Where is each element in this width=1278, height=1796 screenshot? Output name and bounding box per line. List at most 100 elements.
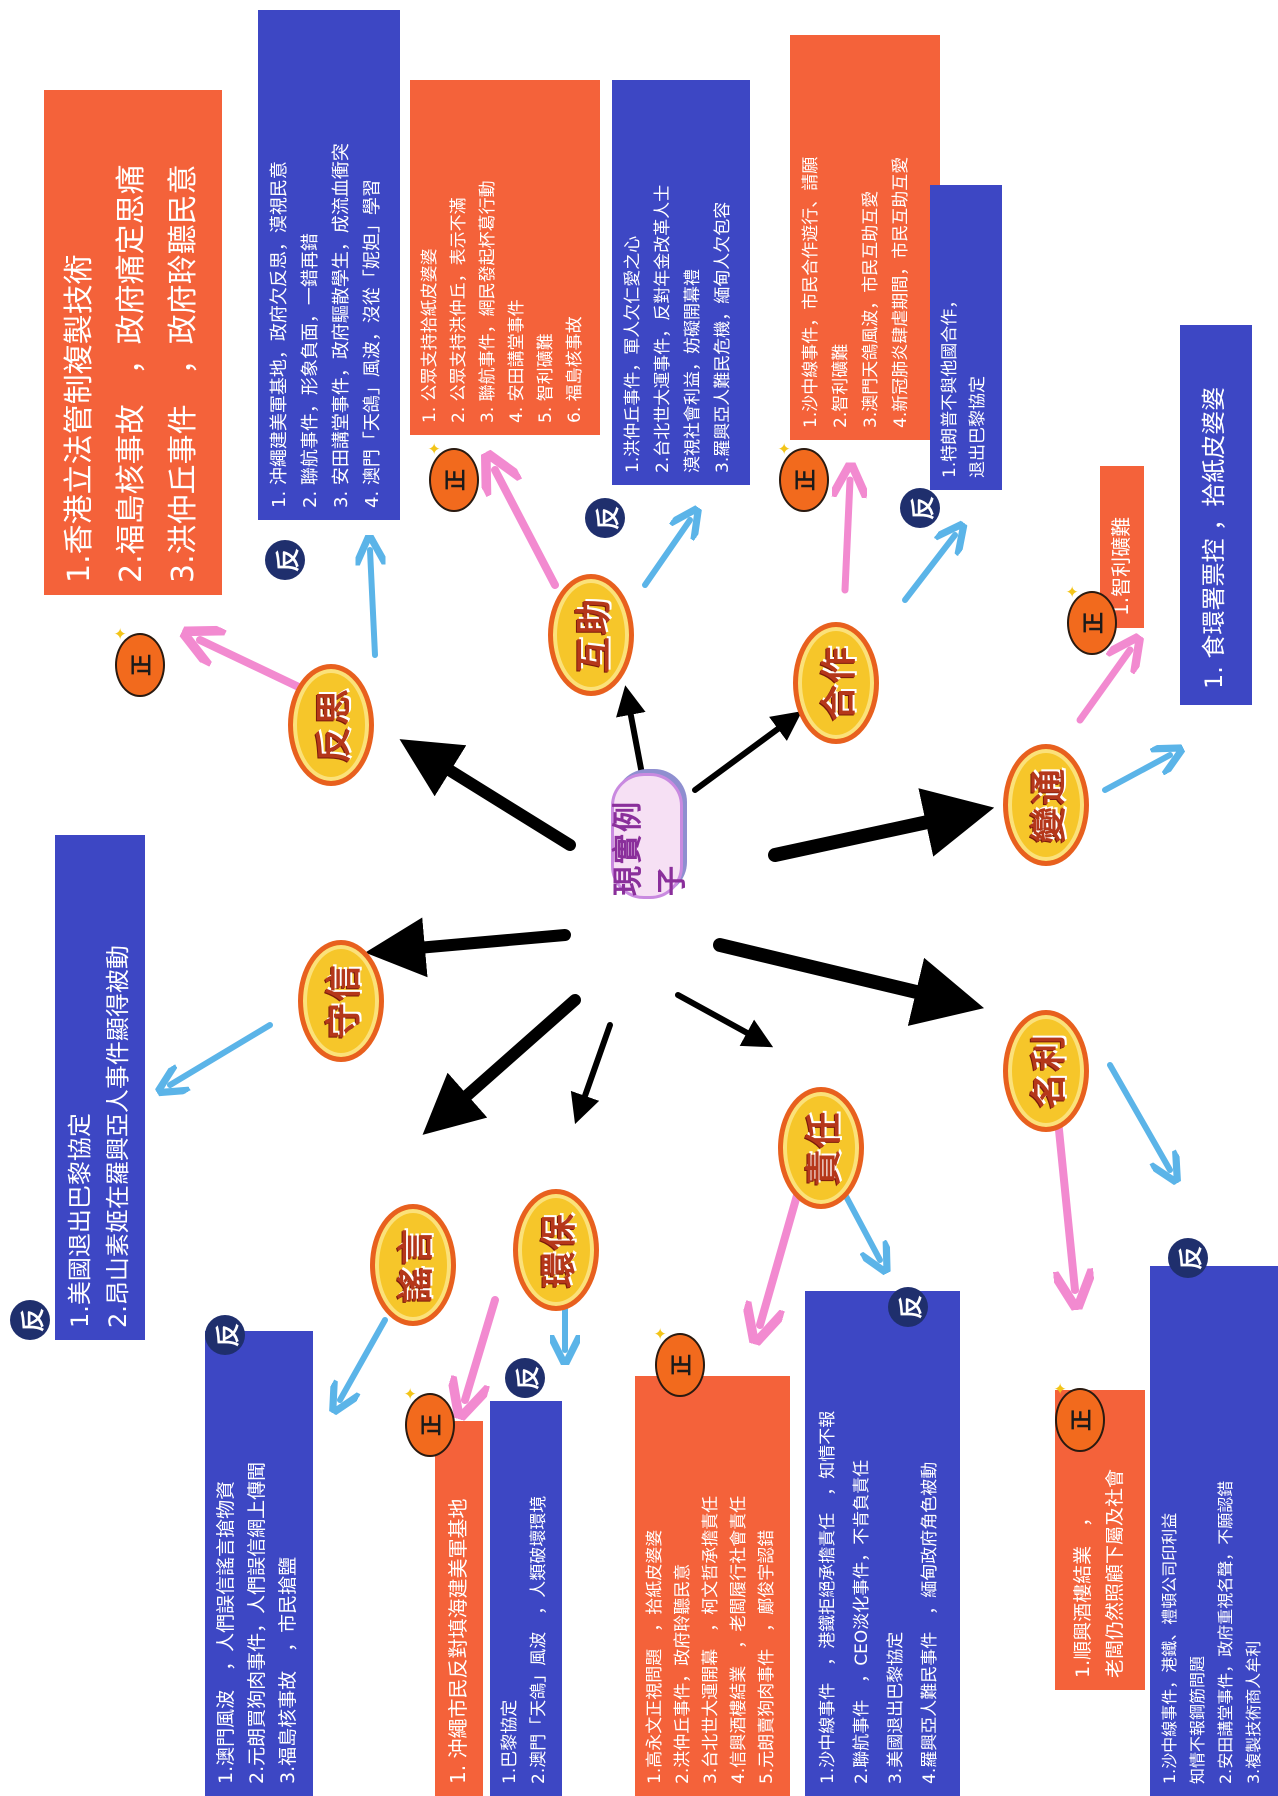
box-line: 4.信興酒樓結業 ，老闆履行社會責任 [729,1495,749,1784]
arrow-to-zeren [675,992,774,1048]
box-line: 5.元朗賣狗肉事件 ，鄺俊宇認錯 [757,1529,777,1784]
fan-badge-huzhu: 反 [585,498,625,538]
box-zeren-negative-inner: 1.沙中線事件 ，港鐵拒絕承擔責任 ，知情不報 2.聯航事件 ，CEO淡化事件，不… [805,1291,960,1796]
box-line: 1. 沖繩建美軍基地，政府欠反思，漠視民意 [269,161,290,508]
fan-badge-hezuo: 反 [900,488,940,528]
box-line: 1.巴黎協定 [500,1699,520,1784]
zheng-badge-zeren: 正✦ [651,1327,705,1397]
zheng-badge-mingli: 正✦ [1051,1382,1105,1452]
pink-arrow-biantong [1076,650,1130,724]
arrow-to-fansi [399,739,576,851]
box-huanbao-positive-inner: 1. 沖繩市民反對填海建美軍基地 [435,1421,483,1796]
box-line: 2.洪仲丘事件，政府聆聽民意 [673,1563,693,1784]
fan-badge-shouxin: 反 [10,1300,50,1340]
box-line: 1.特朗普不與他國合作， [940,291,960,478]
box-line: 1.澳門風波 ，人們誤信謠言搶物資 [215,1480,237,1784]
box-line: 2.昂山素姬在羅興亞人事件顯得被動 [104,945,132,1328]
box-line: 1. 公眾支持拾紙皮婆婆 [420,248,440,423]
blue-arrow-hezuo [902,535,955,603]
box-line: 2.台北世大運事件，反對年金改革人士 [653,184,673,473]
box-zeren-positive-inner: 1.高永文正視問題 ，拾紙皮婆婆 2.洪仲丘事件，政府聆聽民意 3.台北世大運開幕 … [635,1376,790,1796]
box-yaoyan-negative-inner: 1.澳門風波 ，人們誤信謠言搶物資 2.元朗買狗肉事件，人們誤信網上傳聞 3.福島核… [205,1331,313,1796]
arrow-to-biantong [768,788,995,862]
zheng-badge-biantong: 正✦ [1063,585,1117,655]
box-line: 2.聯航事件 ，CEO淡化事件，不肯負責任 [852,1459,872,1784]
box-line: 1. 食環署票控 ，拾紙皮婆婆 [1200,386,1228,689]
box-huzhu-negative-inner: 1.洪仲丘事件，軍人欠仁愛之心 2.台北世大運事件，反對年金改革人士漠視社會利益，… [612,80,750,485]
box-line: 1.智利礦難 [1109,516,1133,616]
arrow-to-huanbao [570,1022,613,1125]
arrow-to-shouxin [365,917,571,978]
box-huanbao-negative-inner: 1.巴黎協定 2.澳門「天鴿」風波 ，人類破壞環境 [490,1401,562,1796]
blue-arrow-yaoyan [340,1317,388,1400]
box-line: 2.元朗買狗肉事件，人們誤信網上傳聞 [246,1461,268,1784]
box-line: 4.羅興亞人難民事件 ，緬甸政府角色被動 [920,1461,940,1784]
arrow-to-yaoyan [422,994,581,1135]
topic-biantong: 變通 [1003,744,1089,866]
zheng-badge-fansi: 正✦ [111,627,165,697]
box-mingli-negative-inner: 1.沙中線事件，港鐵、禮頓公司印利益知情不報鋼筋問題 2.安田講堂事件，政府重視名… [1150,1266,1278,1796]
box-line: 知情不報鋼筋問題 [1188,1655,1207,1784]
box-line: 4. 澳門「天鴿」風波，沒從「妮妲」學習 [362,179,383,508]
box-line: 2. 公眾支持洪仲丘，表示不滿 [449,197,469,423]
box-line: 2.澳門「天鴿」風波 ，人類破壞環境 [529,1495,549,1784]
pink-arrow-huzhu [495,470,559,589]
box-line: 3. 聯航事件，網民發起杯葛行動 [478,180,498,423]
box-line: 1.香港立法管制複製技術 [62,254,97,583]
box-line: 1.沙中線事件 ，港鐵拒絕承擔責任 ，知情不報 [818,1410,838,1784]
topic-huzhu: 互助 [548,574,634,696]
box-line: 3.台北世大運開幕 ，柯文哲承擔責任 [701,1495,721,1784]
fan-badge-zeren: 反 [888,1287,928,1327]
zheng-badge-hezuo: 正✦ [775,442,829,512]
box-line: 3.福島核事故 ，市民搶鹽 [277,1556,299,1784]
arrow-to-hezuo [692,711,803,793]
arrow-to-mingli [713,938,985,1026]
box-line: 1.沙中線事件，港鐵、禮頓公司印利益 [1160,1512,1179,1784]
box-shouxin-negative-inner: 1.美國退出巴黎協定 2.昂山素姬在羅興亞人事件顯得被動 [55,835,145,1340]
fan-badge-yaoyan: 反 [205,1315,245,1355]
topic-hezuo: 合作 [793,622,879,744]
box-line: 退出巴黎協定 [968,376,988,478]
box-biantong-negative-inner: 1. 食環署票控 ，拾紙皮婆婆 [1180,325,1252,705]
box-line: 2.安田講堂事件，政府重視名聲，不願認錯 [1216,1480,1235,1784]
topic-zeren: 責任 [778,1087,864,1209]
box-line: 4. 安田講堂事件 [507,299,527,423]
box-line: 4.新冠肺炎肆虐期間，市民互助互愛 [891,156,911,428]
box-line: 老闆仍然照顧下屬及社會 [1104,1468,1126,1678]
box-line: 漠視社會利益，妨礙開幕禮 [683,269,703,473]
topic-mingli: 名利 [1003,1010,1089,1132]
box-line: 3. 安田講堂事件，政府驅散學生，成流血衝突 [331,143,352,508]
topic-huanbao: 環保 [513,1189,599,1311]
topic-yaoyan: 謠言 [370,1204,456,1326]
box-line: 1.高永文正視問題 ，拾紙皮婆婆 [645,1529,665,1784]
box-line: 1.沙中線事件，市民合作遊行、請願 [801,156,821,428]
box-line: 3.複製技術商人牟利 [1244,1640,1263,1784]
box-line: 2. 聯航事件，形象負面，一錯再錯 [300,233,321,508]
box-line: 3.美國退出巴黎協定 [886,1631,906,1784]
topic-shouxin: 守信 [298,940,384,1062]
pink-arrow-hezuo [845,480,850,594]
box-line: 2.福島核事故 ，政府痛定思痛 [114,164,149,583]
blue-arrow-biantong [1102,755,1170,793]
center-title: 現實例子 [611,800,690,896]
pink-arrow-fansi [200,640,309,694]
topic-fansi: 反思 [288,664,374,786]
blue-arrow-mingli [1107,1062,1170,1170]
box-huzhu-positive-inner: 1. 公眾支持拾紙皮婆婆 2. 公眾支持洪仲丘，表示不滿 3. 聯航事件，網民發起杯… [410,80,600,435]
fan-badge-fansi: 反 [265,540,305,580]
zheng-badge-huzhu: 正✦ [425,442,479,512]
box-line: 1. 沖繩市民反對填海建美軍基地 [446,1498,470,1784]
box-line: 5. 智利礦難 [536,333,556,423]
fan-badge-huanbao: 反 [505,1358,545,1398]
box-line: 1.洪仲丘事件，軍人欠仁愛之心 [623,235,643,473]
box-line: 2.智利礦難 [831,343,851,428]
box-line: 6. 福島核事故 [565,316,585,423]
blue-arrow-shouxin [170,1022,273,1085]
box-fansi-negative-inner: 1. 沖繩建美軍基地，政府欠反思，漠視民意 2. 聯航事件，形象負面，一錯再錯 3.… [258,10,400,520]
box-line: 3.羅興亞人難民危機，緬甸人欠包容 [713,201,733,473]
pink-arrow-zeren [760,1181,804,1325]
blue-arrow-huzhu [642,520,690,588]
box-line: 1.美國退出巴黎協定 [66,1113,94,1328]
